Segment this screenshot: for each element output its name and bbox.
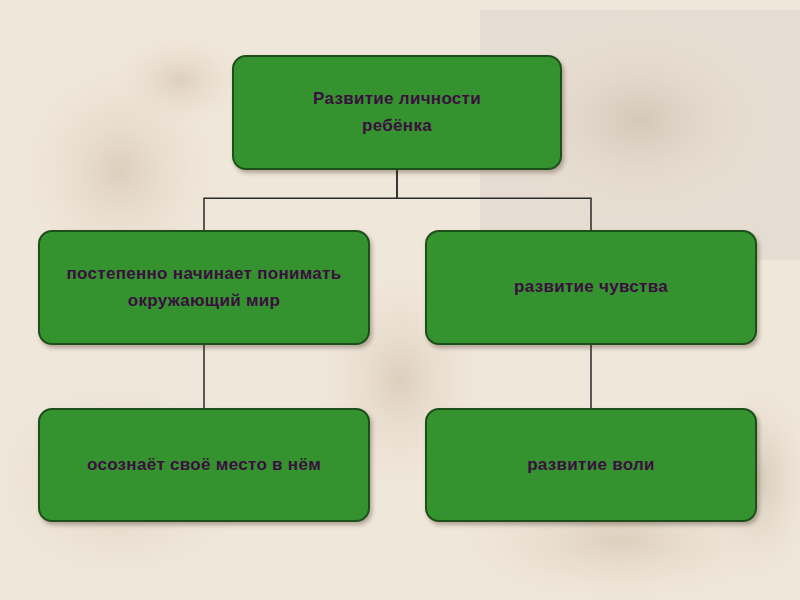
box-text: осознаёт своё место в нём [87,452,321,478]
process-box: Развитие личности ребёнка [232,55,562,170]
process-box: осознаёт своё место в нём [38,408,370,522]
connector-line [590,345,592,408]
connector-line [397,170,591,230]
connector-line [204,170,397,230]
connector-line [203,345,205,408]
process-box: развитие воли [425,408,757,522]
process-box: развитие чувства [425,230,757,345]
process-box: постепенно начинает понимать окружающий … [38,230,370,345]
box-text: Развитие личности ребёнка [292,86,502,139]
box-text: постепенно начинает понимать окружающий … [54,261,354,314]
box-text: развитие чувства [514,274,668,300]
box-text: развитие воли [527,452,655,478]
